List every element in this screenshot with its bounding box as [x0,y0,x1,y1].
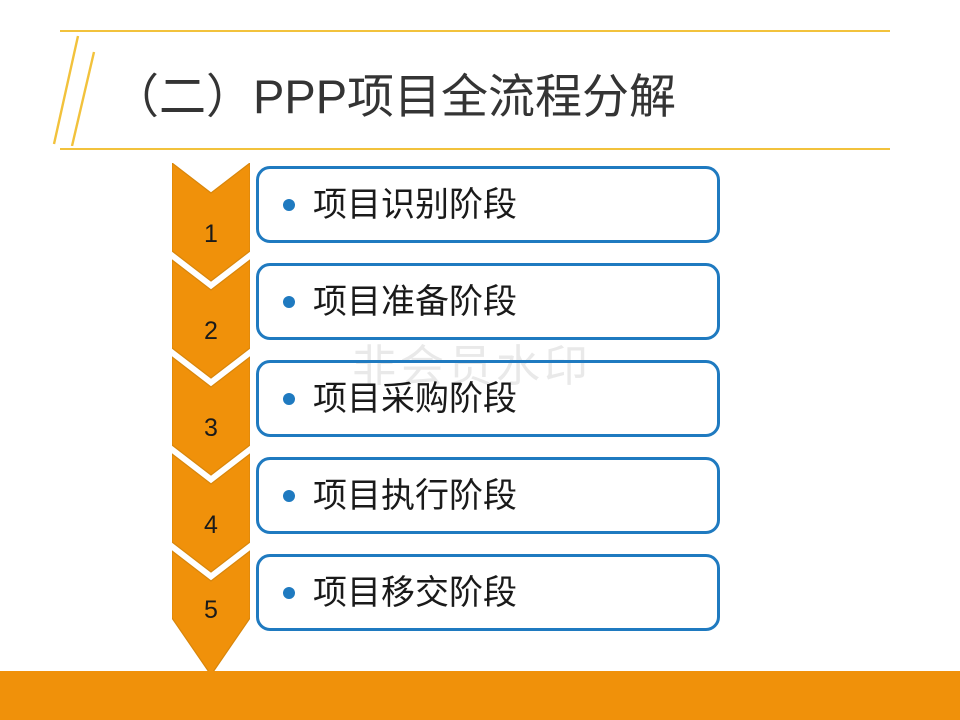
chevron-number-5: 5 [204,596,218,624]
bullet-icon [283,586,295,599]
step-box-5[interactable]: 项目移交阶段 [256,554,720,631]
chevron-shape-5 [172,550,250,675]
chevron-shape-4 [172,453,250,573]
step-box-1[interactable]: 项目识别阶段 [256,166,720,243]
chevron-number-2: 2 [204,317,218,345]
bullet-icon [283,295,295,308]
chevron-shape-3 [172,356,250,476]
header-bottom-rule [60,148,890,150]
step-label-2: 项目准备阶段 [313,282,517,321]
page-title: （二）PPP项目全流程分解 [112,70,677,123]
chevron-shape-1 [172,163,250,282]
step-box-2[interactable]: 项目准备阶段 [256,263,720,340]
step-label-4: 项目执行阶段 [313,476,517,515]
chevron-arrow-column [172,163,250,675]
bullet-icon [283,489,295,502]
step-box-list: 项目识别阶段 项目准备阶段 项目采购阶段 项目执行阶段 项目移交阶段 [256,166,720,631]
step-label-5: 项目移交阶段 [313,573,517,612]
chevron-number-1: 1 [204,220,218,248]
step-label-1: 项目识别阶段 [313,185,517,224]
step-label-3: 项目采购阶段 [313,379,517,418]
footer-accent-bar [0,671,960,720]
bullet-icon [283,392,295,405]
chevron-number-3: 3 [204,414,218,442]
header-top-rule [60,30,890,32]
step-box-4[interactable]: 项目执行阶段 [256,457,720,534]
chevron-number-4: 4 [204,511,218,539]
chevron-shape-2 [172,259,250,379]
step-box-3[interactable]: 项目采购阶段 [256,360,720,437]
bullet-icon [283,198,295,211]
